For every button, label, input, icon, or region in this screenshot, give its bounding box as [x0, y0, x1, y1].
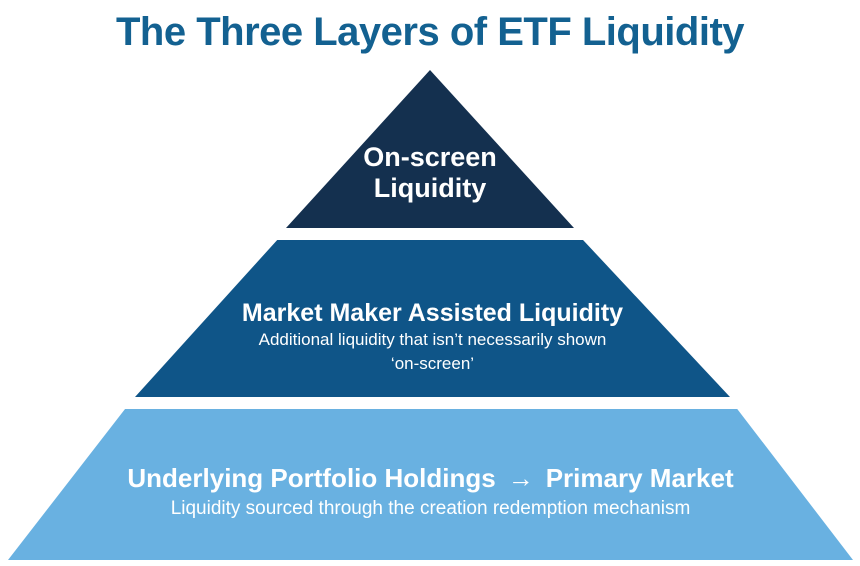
pyramid-layer-market-maker-assisted: Market Maker Assisted Liquidity Addition…	[135, 240, 730, 397]
layer-middle-text: Market Maker Assisted Liquidity Addition…	[135, 240, 730, 376]
layer-bottom-heading: Underlying Portfolio Holdings → Primary Ma…	[8, 461, 853, 495]
pyramid-layer-underlying-portfolio: Underlying Portfolio Holdings → Primary Ma…	[8, 409, 853, 560]
layer-bottom-heading-left: Underlying Portfolio Holdings	[127, 463, 496, 493]
layer-top-text: On-screen Liquidity	[286, 70, 574, 204]
layer-top-heading-line1: On-screen	[363, 142, 497, 172]
layer-bottom-heading-right: Primary Market	[545, 463, 734, 493]
layer-bottom-subtitle: Liquidity sourced through the creation r…	[170, 498, 691, 519]
diagram-title: The Three Layers of ETF Liquidity	[115, 10, 745, 54]
layer-middle-subtitle-line1: Additional liquidity that isn’t necessar…	[258, 330, 607, 349]
layer-middle-subtitle-line2: ‘on-screen’	[390, 354, 475, 373]
pyramid-layer-on-screen-liquidity: On-screen Liquidity	[286, 70, 574, 228]
layer-top-heading-line2: Liquidity	[373, 173, 487, 203]
layer-middle-heading: Market Maker Assisted Liquidity	[241, 299, 624, 327]
right-arrow-icon: →	[507, 463, 534, 493]
layer-bottom-text: Underlying Portfolio Holdings → Primary Ma…	[8, 409, 853, 523]
